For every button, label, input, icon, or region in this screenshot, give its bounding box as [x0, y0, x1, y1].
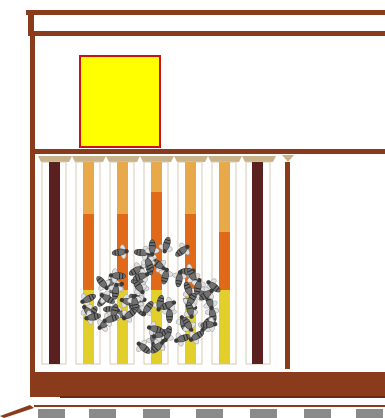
bottom-board [30, 372, 385, 398]
feeder-panel [80, 56, 160, 147]
frame-7 [246, 162, 270, 364]
frame-8 [285, 162, 290, 369]
brood-box-left-wall [30, 154, 35, 372]
hive-roof [26, 10, 385, 36]
entrance-landing [0, 405, 385, 418]
frame-1 [42, 162, 66, 364]
frame-6 [212, 162, 236, 364]
frame-2 [76, 162, 100, 364]
frame-3 [110, 162, 134, 364]
entrance-reducer [38, 409, 383, 418]
frame-top-bars [38, 155, 294, 162]
